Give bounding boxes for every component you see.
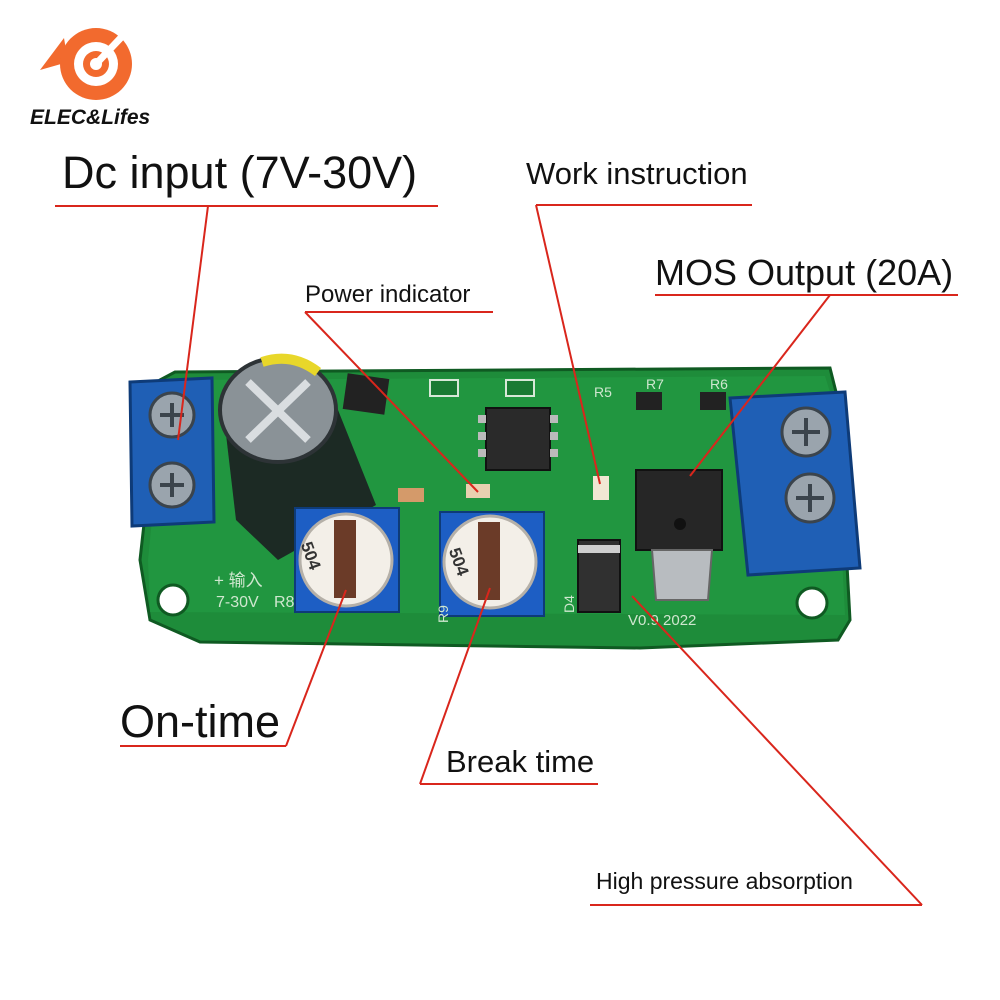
label-dc-input: Dc input (7V-30V) bbox=[62, 147, 418, 198]
label-mos-output: MOS Output (20A) bbox=[655, 252, 954, 293]
silk-r7: R7 bbox=[646, 376, 664, 392]
silk-r8: R8 bbox=[274, 594, 295, 611]
elec-lifes-logo-icon bbox=[40, 22, 134, 100]
silk-r6: R6 bbox=[710, 376, 728, 392]
label-power-indicator: Power indicator bbox=[305, 281, 471, 308]
label-high-pressure: High pressure absorption bbox=[596, 868, 853, 894]
label-break-time: Break time bbox=[446, 744, 595, 779]
silk-version: V0.9 2022 bbox=[628, 612, 697, 629]
silk-voltage: 7-30V bbox=[216, 594, 259, 611]
brand-name: ELEC&Lifes bbox=[30, 106, 151, 129]
silk-r5: R5 bbox=[594, 384, 612, 400]
label-on-time: On-time bbox=[120, 696, 281, 747]
silk-input: + 输入 bbox=[214, 571, 263, 590]
label-work-instruction: Work instruction bbox=[526, 156, 748, 191]
